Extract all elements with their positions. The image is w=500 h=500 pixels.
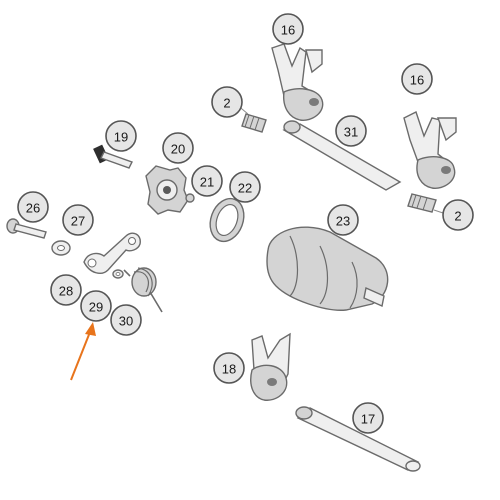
callout-circle [62,204,94,236]
callout-label: 30 [119,314,133,329]
seal-ring-part-22[interactable] [204,194,249,246]
callout-label: 18 [222,362,236,377]
callout-label: 2 [223,96,230,111]
shift-fork-part-18[interactable] [250,332,291,401]
callout-16[interactable]: 16 [272,13,304,45]
callout-label: 28 [59,284,73,299]
torsion-spring-part-30[interactable] [123,267,163,313]
callout-circle [162,132,194,164]
screw-part-21[interactable] [185,193,195,203]
callout-2[interactable]: 2 [211,86,243,118]
callout-22[interactable]: 22 [229,171,261,203]
callout-17[interactable]: 17 [352,402,384,434]
callout-circle [211,86,243,118]
spring-part-2-top[interactable] [241,113,267,133]
pointer-arrow [70,322,96,381]
shift-drum-part-23[interactable] [266,226,389,311]
callout-label: 29 [89,300,103,315]
callout-circle [229,171,261,203]
bolt-part-19[interactable] [93,144,133,169]
callout-circle [272,13,304,45]
callout-circle [80,290,112,322]
callout-label: 26 [26,201,40,216]
washer-part-27[interactable] [51,240,71,256]
callout-18[interactable]: 18 [213,352,245,384]
callout-label: 22 [238,181,252,196]
callout-label: 31 [344,125,358,140]
shaft-part-31[interactable] [282,120,402,191]
callout-circle [327,204,359,236]
callout-label: 27 [71,214,85,229]
lever-part-28[interactable] [83,232,141,274]
callout-16[interactable]: 16 [401,63,433,95]
ring-part-29[interactable] [112,269,124,279]
callout-30[interactable]: 30 [110,304,142,336]
callout-20[interactable]: 20 [162,132,194,164]
callout-circle [352,402,384,434]
spring-part-2-right[interactable] [407,193,437,213]
callout-23[interactable]: 23 [327,204,359,236]
callout-19[interactable]: 19 [105,120,137,152]
callout-29[interactable]: 29 [80,290,112,322]
callout-2[interactable]: 2 [442,199,474,231]
callout-circle [335,115,367,147]
callout-circle [213,352,245,384]
callout-circle [17,191,49,223]
callout-28[interactable]: 28 [50,274,82,306]
callout-label: 23 [336,214,350,229]
bolt-part-26[interactable] [6,218,47,239]
callout-label: 20 [171,142,185,157]
callout-circle [50,274,82,306]
callout-label: 2 [454,209,461,224]
callout-circle [105,120,137,152]
callout-31[interactable]: 31 [335,115,367,147]
callout-label: 17 [361,412,375,427]
callout-27[interactable]: 27 [62,204,94,236]
shift-fork-part-16-right[interactable] [403,111,457,189]
callout-circle [442,199,474,231]
callout-label: 16 [410,73,424,88]
callout-21[interactable]: 21 [191,165,223,197]
callout-circle [191,165,223,197]
callout-label: 16 [281,23,295,38]
callout-circle [401,63,433,95]
callout-label: 21 [200,175,214,190]
callout-circle [110,304,142,336]
shift-drum-cam-part-20[interactable] [145,165,189,215]
callout-26[interactable]: 26 [17,191,49,223]
callout-label: 19 [114,130,128,145]
shaft-part-17[interactable] [295,406,421,472]
shift-fork-part-16-top[interactable] [271,43,324,121]
